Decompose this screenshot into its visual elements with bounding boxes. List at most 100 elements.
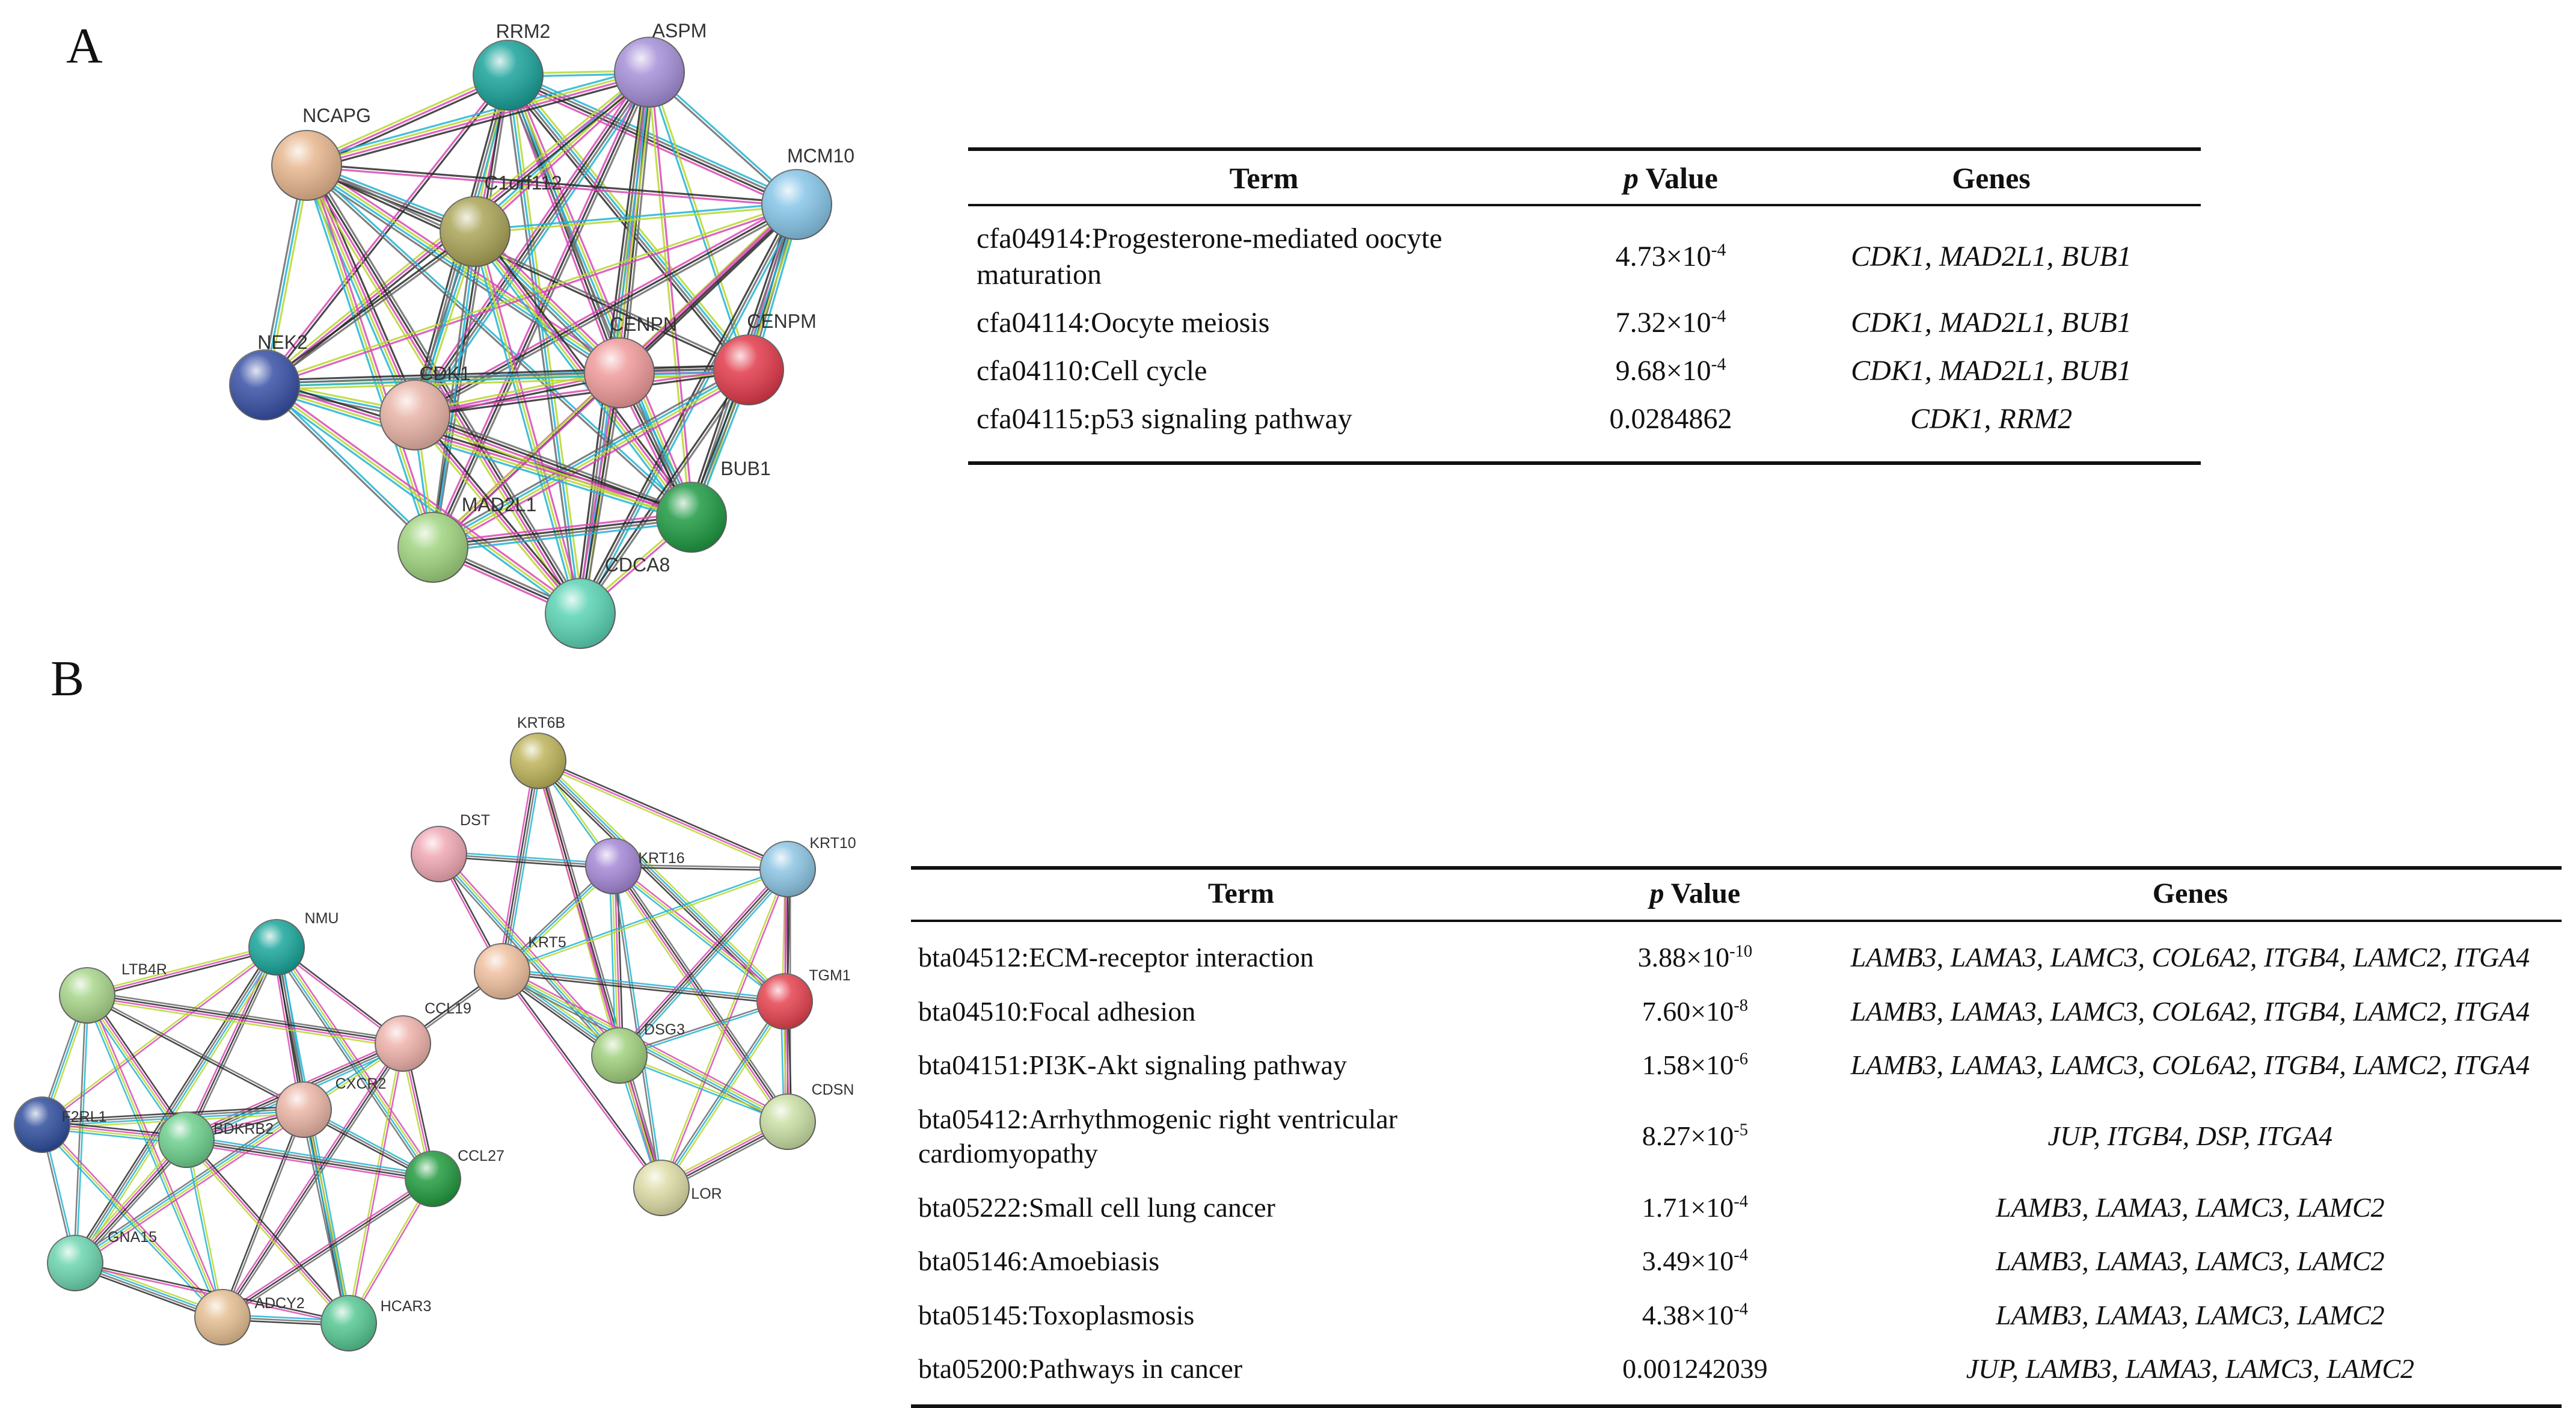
interaction-edge bbox=[435, 73, 654, 549]
interaction-edge bbox=[87, 995, 403, 1046]
interaction-edge bbox=[609, 866, 617, 1056]
interaction-edge bbox=[618, 1056, 788, 1124]
p-value-mantissa: 1.58×10 bbox=[1642, 1050, 1734, 1080]
interaction-edge bbox=[506, 78, 796, 210]
interaction-edge bbox=[74, 1108, 304, 1263]
interaction-edge bbox=[508, 74, 694, 517]
interaction-edge bbox=[87, 991, 404, 1041]
interaction-edge bbox=[611, 866, 619, 1056]
interaction-edge bbox=[71, 944, 274, 1262]
interaction-edge bbox=[646, 72, 692, 518]
interaction-edge bbox=[415, 72, 652, 417]
protein-node-label: CDK1 bbox=[419, 363, 470, 384]
panel-label-b: B bbox=[51, 651, 85, 707]
p-value-mantissa: 7.60×10 bbox=[1642, 995, 1734, 1027]
panel-label-a: A bbox=[66, 18, 103, 74]
p-value-mantissa: 3.88×10 bbox=[1637, 942, 1730, 973]
interaction-edge bbox=[506, 75, 749, 372]
interaction-edge bbox=[185, 1142, 433, 1184]
value-word: Value bbox=[1645, 161, 1719, 195]
interaction-edge bbox=[75, 1110, 305, 1265]
protein-node-shading bbox=[159, 1112, 214, 1167]
interaction-edge bbox=[279, 944, 437, 1178]
protein-node-label: ASPM bbox=[652, 20, 707, 42]
protein-node-shading bbox=[276, 1082, 331, 1137]
interaction-edge bbox=[502, 968, 785, 1000]
interaction-edge bbox=[87, 948, 278, 999]
protein-node-label: MCM10 bbox=[787, 145, 854, 167]
interaction-edge bbox=[188, 1137, 352, 1323]
table-row: bta04151:PI3K-Akt signaling pathway 1.58… bbox=[911, 1038, 2562, 1092]
protein-node-label: KRT5 bbox=[528, 934, 566, 951]
network-b-nodes: KRT6BDSTKRT16KRT10KRT5TGM1DSG3CDSNLORNMU… bbox=[14, 715, 856, 1351]
interaction-edge bbox=[609, 867, 785, 1125]
interaction-edge bbox=[264, 364, 749, 381]
protein-node-shading bbox=[584, 338, 654, 408]
interaction-edge bbox=[186, 1135, 434, 1176]
table-row: bta04512:ECM-receptor interaction 3.88×1… bbox=[911, 921, 2562, 985]
term-cell: bta05412:Arrhythmogenic right ventricula… bbox=[918, 1103, 1398, 1169]
protein-node-shading bbox=[48, 1235, 103, 1291]
protein-node-shading bbox=[586, 838, 641, 894]
term-cell: bta05222:Small cell lung cancer bbox=[918, 1191, 1275, 1223]
protein-node-label: KRT10 bbox=[809, 835, 856, 852]
interaction-edge bbox=[511, 73, 697, 516]
interaction-edge bbox=[580, 370, 751, 615]
interaction-edge bbox=[411, 416, 579, 616]
p-value-column-header: p Value bbox=[1560, 147, 1782, 206]
protein-node-label: CCL27 bbox=[458, 1148, 504, 1164]
protein-node-shading bbox=[380, 380, 450, 450]
interaction-edge bbox=[300, 1110, 348, 1324]
interaction-edge bbox=[619, 869, 790, 1057]
interaction-edge bbox=[474, 231, 581, 614]
protein-node-shading bbox=[411, 826, 467, 882]
p-value-exponent: -4 bbox=[1734, 1300, 1748, 1319]
p-symbol: p bbox=[1623, 161, 1639, 195]
table-row: bta05146:Amoebiasis 3.49×10-4 LAMB3, LAM… bbox=[911, 1234, 2562, 1288]
protein-node-shading bbox=[760, 1094, 815, 1149]
interaction-edge bbox=[221, 1043, 404, 1318]
interaction-edge bbox=[474, 201, 797, 232]
protein-node-shading bbox=[657, 482, 726, 552]
genes-column-header: Genes bbox=[1782, 147, 2201, 206]
interaction-edge bbox=[611, 867, 784, 1004]
interaction-edge bbox=[346, 1043, 403, 1323]
interaction-edge bbox=[611, 866, 661, 1188]
term-cell: bta04512:ECM-receptor interaction bbox=[918, 942, 1314, 973]
genes-cell: LAMB3, LAMA3, LAMC3, LAMC2 bbox=[1996, 1246, 2385, 1276]
interaction-edge bbox=[222, 1178, 434, 1318]
p-value-exponent: -4 bbox=[1711, 306, 1726, 326]
interaction-edge bbox=[307, 163, 750, 370]
interaction-edge bbox=[266, 165, 311, 386]
protein-node-shading bbox=[760, 841, 815, 897]
p-value-exponent: -5 bbox=[1734, 1121, 1748, 1140]
protein-node-shading bbox=[757, 974, 812, 1029]
interaction-edge bbox=[186, 1139, 225, 1317]
interaction-edge bbox=[582, 205, 800, 616]
protein-node-shading bbox=[405, 1151, 461, 1207]
p-value-mantissa: 0.001242039 bbox=[1622, 1353, 1768, 1384]
protein-node-label: NCAPG bbox=[302, 105, 371, 126]
p-value-mantissa: 4.73×10 bbox=[1615, 241, 1711, 272]
protein-node-shading bbox=[375, 1016, 431, 1071]
interaction-edge bbox=[621, 206, 800, 376]
p-value-mantissa: 9.68×10 bbox=[1615, 355, 1711, 387]
protein-node-shading bbox=[60, 968, 115, 1023]
table-header-row: Term p Value Genes bbox=[911, 866, 2562, 922]
p-value-exponent: -6 bbox=[1734, 1050, 1748, 1069]
interaction-edge bbox=[349, 1044, 405, 1324]
p-value-mantissa: 4.38×10 bbox=[1642, 1299, 1734, 1330]
interaction-edge bbox=[263, 385, 433, 549]
protein-node-label: LOR bbox=[691, 1185, 722, 1202]
interaction-edge bbox=[414, 414, 581, 615]
p-value-cell: 7.60×10-8 bbox=[1571, 985, 1819, 1039]
protein-node-label: MAD2L1 bbox=[462, 494, 537, 515]
interaction-edge bbox=[75, 995, 90, 1264]
protein-node-label: F2RL1 bbox=[61, 1108, 106, 1125]
interaction-edge bbox=[306, 74, 509, 167]
protein-node-label: CENPN bbox=[610, 313, 677, 335]
table-row: cfa04114:Oocyte meiosis 7.32×10-4 CDK1, … bbox=[968, 299, 2201, 347]
protein-node-label: LTB4R bbox=[121, 961, 167, 978]
p-value-cell: 8.27×10-5 bbox=[1571, 1092, 1819, 1181]
